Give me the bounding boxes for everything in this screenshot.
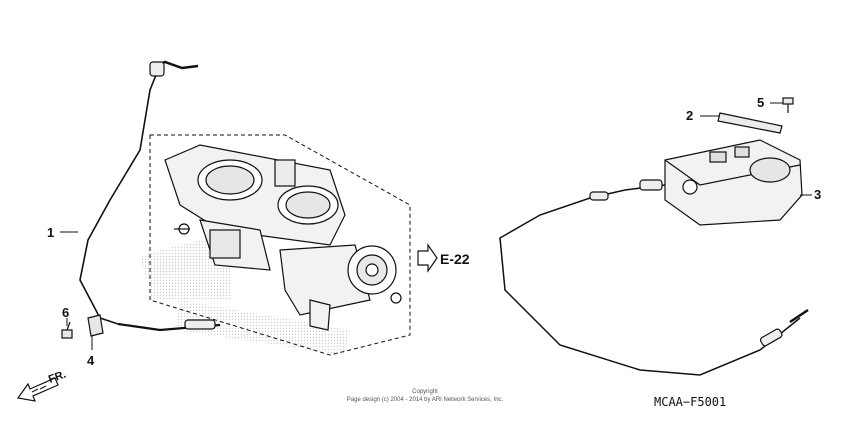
reference-arrow-icon [417,243,438,273]
control-unit [664,139,803,226]
throttle-assembly-outline [149,134,411,356]
bolt [61,321,73,339]
cable-clip [87,314,104,337]
control-cable [499,179,809,376]
throttle-body [164,144,402,331]
callout-4[interactable]: 4 [87,353,95,368]
callout-1[interactable]: 1 [47,225,54,240]
leader-lines [60,102,812,350]
front-direction-label: FR. [47,368,68,385]
diagram-code: MCAA−F5001 [654,395,726,409]
callout-5[interactable]: 5 [757,95,764,110]
copyright-line-2: Page design (c) 2004 - 2014 by ARI Netwo… [347,397,504,403]
copyright-line-1: Copyright [412,389,438,395]
reference-link[interactable]: E-22 [440,251,470,267]
callout-6[interactable]: 6 [62,305,69,320]
screw [782,97,794,113]
front-direction-arrow-icon [16,377,59,402]
seal-strip [717,112,783,134]
throttle-cable [79,60,221,332]
callout-2[interactable]: 2 [686,108,693,123]
callout-3[interactable]: 3 [814,187,821,202]
